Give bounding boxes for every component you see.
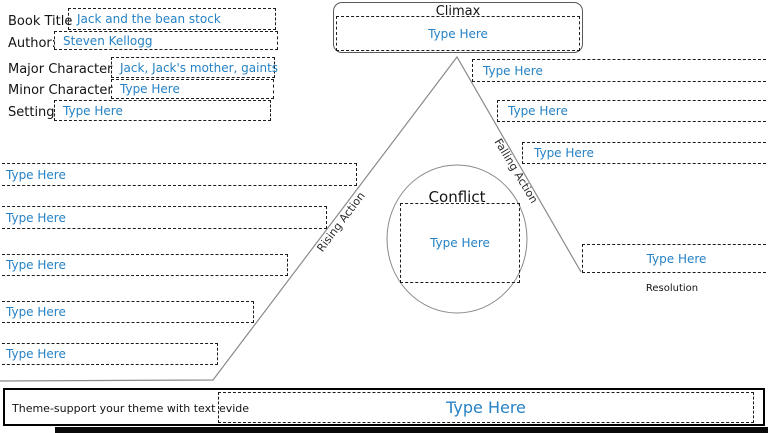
climax-title: Climax [435, 4, 481, 19]
minor-character-field[interactable]: Type Here [111, 79, 274, 99]
conflict-title: Conflict [428, 188, 486, 206]
theme-container [3, 388, 765, 426]
falling-action-field-3[interactable]: Type Here [522, 142, 768, 164]
resolution-label: Resolution [645, 283, 699, 294]
theme-field[interactable]: Type Here [218, 392, 754, 423]
rising-action-field-1[interactable]: Type Here [0, 163, 357, 186]
theme-label: Theme-support your theme with text evide [12, 402, 250, 415]
rising-action-field-3[interactable]: Type Here [0, 254, 288, 276]
rising-action-field-5[interactable]: Type Here [0, 343, 218, 365]
page-bottom-edge [55, 427, 768, 433]
setting-field[interactable]: Type Here [54, 100, 271, 121]
author-label: Author: [8, 36, 56, 51]
rising-action-field-4[interactable]: Type Here [0, 301, 254, 323]
book-title-field[interactable]: Jack and the bean stock [68, 8, 276, 30]
rising-action-field-2[interactable]: Type Here [0, 206, 327, 229]
falling-action-field-1[interactable]: Type Here [472, 59, 768, 82]
resolution-field[interactable]: Type Here [582, 244, 768, 273]
major-character-label: Major Character [8, 62, 113, 77]
book-title-label: Book Title [8, 14, 73, 29]
major-character-field[interactable]: Jack, Jack's mother, gaints [111, 57, 278, 78]
minor-character-label: Minor Character [8, 83, 113, 98]
falling-action-field-2[interactable]: Type Here [497, 100, 768, 122]
conflict-field[interactable]: Type Here [400, 203, 520, 283]
climax-container [333, 2, 583, 53]
setting-label: Setting [8, 105, 55, 120]
climax-field[interactable]: Type Here [336, 16, 580, 51]
author-field[interactable]: Steven Kellogg [54, 31, 278, 50]
